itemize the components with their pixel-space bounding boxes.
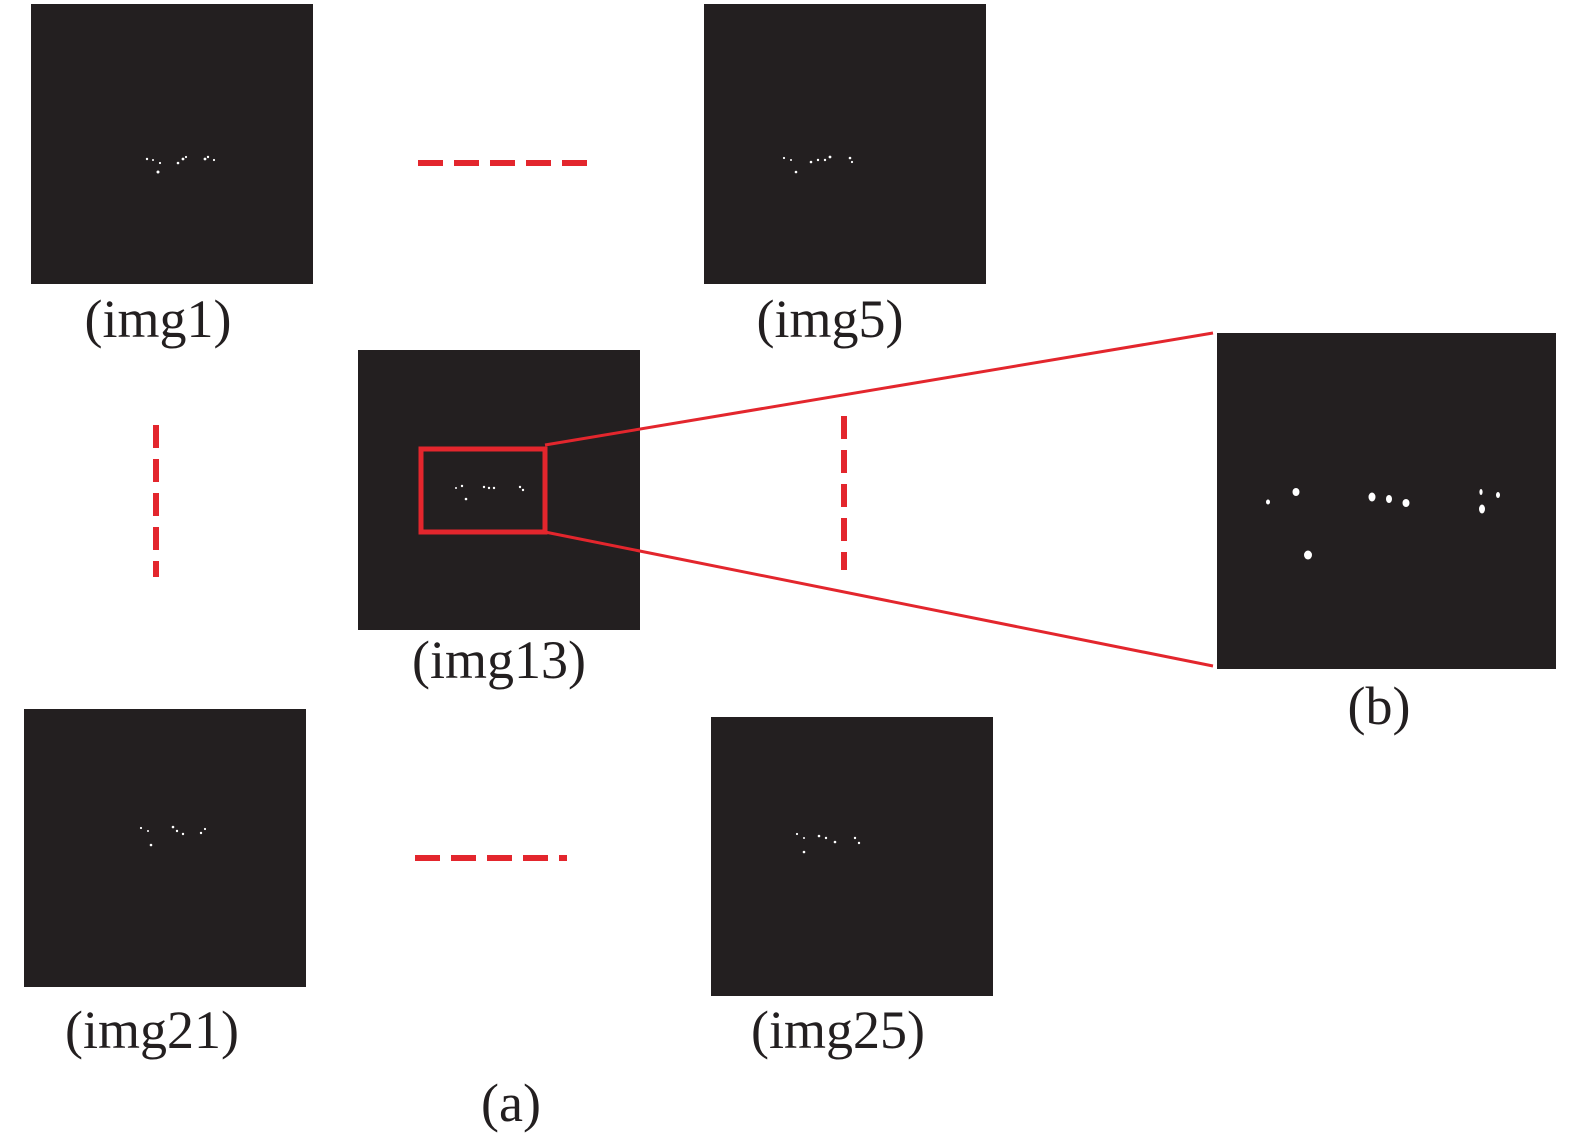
caption-b: (b)	[1348, 676, 1411, 736]
image-panel-img25	[711, 717, 993, 996]
spots-img1	[145, 155, 216, 174]
caption-img1: (img1)	[85, 289, 232, 349]
image-panel-img5	[704, 4, 986, 284]
image-panel-img13	[358, 350, 640, 630]
spots-img25	[795, 832, 861, 854]
spots-zoomed-b	[1266, 488, 1500, 560]
spots-img5	[782, 155, 854, 174]
zoom-region-box	[418, 446, 548, 535]
caption-img5: (img5)	[757, 289, 904, 349]
caption-img13: (img13)	[412, 630, 586, 690]
caption-a: (a)	[481, 1073, 541, 1133]
image-panel-img1	[31, 4, 313, 284]
image-panel-img21	[24, 709, 306, 987]
spots-img21	[139, 825, 207, 847]
zoom-connector-bottom	[544, 530, 1214, 668]
spots-img13	[455, 484, 525, 501]
caption-img21: (img21)	[65, 1000, 239, 1060]
caption-img25: (img25)	[751, 1000, 925, 1060]
zoom-connector-top	[544, 331, 1214, 447]
